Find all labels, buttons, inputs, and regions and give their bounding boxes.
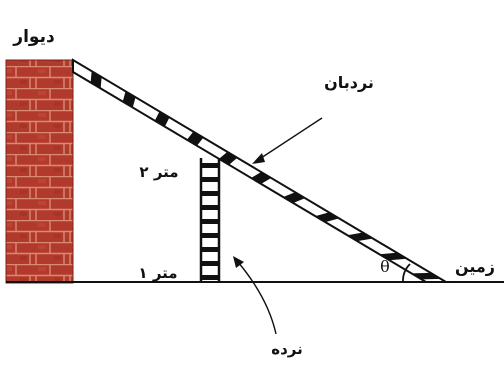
ladder-rungs <box>90 71 441 280</box>
fence-rung <box>201 219 219 224</box>
ladder <box>72 58 450 283</box>
fence-label: نرده <box>271 340 303 358</box>
fence-rung <box>201 205 219 210</box>
fence-rungs <box>201 163 219 280</box>
fence-pointer-arrow <box>233 256 277 335</box>
angle-arc <box>402 263 411 283</box>
ladder-rung <box>186 131 204 146</box>
ladder-rung <box>347 232 373 242</box>
fence-rung <box>201 233 219 238</box>
brick-wall <box>5 59 74 284</box>
ladder-rung <box>411 272 441 280</box>
ladder-label: نردبان <box>324 73 374 92</box>
ladder-rung <box>251 172 272 184</box>
angle-theta-label: θ <box>380 257 390 276</box>
height-label: ۲ متر <box>139 163 178 181</box>
ladder-rung <box>219 151 238 165</box>
fence <box>199 158 221 282</box>
fence-rung <box>201 191 219 196</box>
distance-label: ۱ متر <box>138 264 177 282</box>
ladder-rung <box>154 111 170 127</box>
fence-rung <box>201 275 219 280</box>
ground-label: زمین <box>455 257 495 276</box>
wall-label: دیوار <box>12 27 55 47</box>
ladder-rung <box>122 91 136 108</box>
fence-rung <box>201 247 219 252</box>
fence-rung <box>201 177 219 182</box>
ladder-pointer-arrow <box>252 117 323 164</box>
fence-rung <box>201 163 219 168</box>
fence-rung <box>201 261 219 266</box>
ladder-rung <box>90 71 102 89</box>
ladder-rung <box>283 192 306 203</box>
ladder-rung <box>379 252 407 261</box>
ladder-rung <box>315 212 340 223</box>
